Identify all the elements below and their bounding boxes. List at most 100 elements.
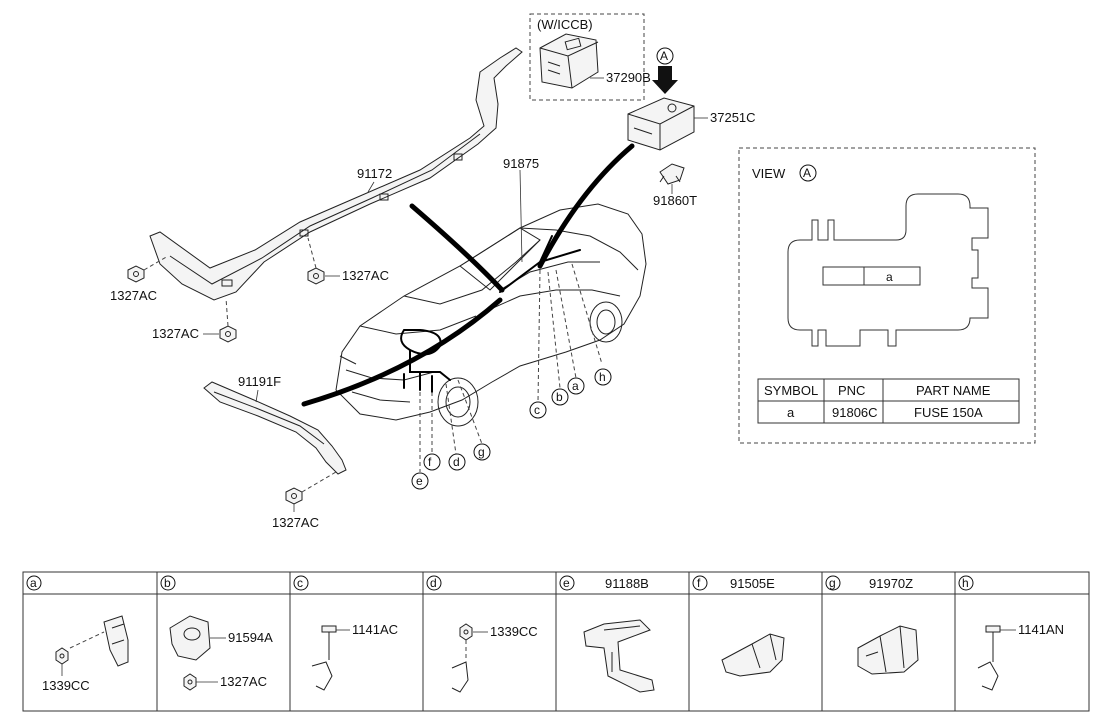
panel-d-header: d: [426, 575, 442, 591]
panel-g-title: 91970Z: [869, 576, 913, 591]
view-a-panel: VIEW A a SYMBOL PNC PART NAME a 91806C F…: [738, 147, 1036, 444]
label-91172: 91172: [357, 166, 392, 181]
svg-text:a: a: [30, 576, 37, 590]
panel-h-drawing: 1141AN: [977, 622, 1064, 691]
fuse-table-cell-pnc: 91806C: [832, 405, 878, 420]
wire-lower-left: [301, 297, 503, 407]
harness-91875-group: 91875 a b c h g d f e: [301, 143, 635, 490]
callout-c: c: [529, 401, 547, 419]
panel-a-drawing: 1339CC: [42, 615, 129, 693]
fuse-table-header-symbol: SYMBOL: [764, 383, 818, 398]
fuse-table: SYMBOL PNC PART NAME a 91806C FUSE 150A: [757, 378, 1020, 424]
nut-1327ac-left: [127, 265, 145, 283]
wire-upper-right: [537, 143, 635, 269]
nut-1327ac-bottom: [285, 487, 303, 505]
svg-text:g: g: [478, 445, 485, 459]
nut-1327ac-mid: [307, 267, 325, 285]
view-a-dashed-frame: [738, 147, 1036, 444]
panel-d-drawing: 1339CC: [451, 623, 538, 693]
fuse-slot: [822, 266, 921, 286]
panel-f-header: f 91505E: [692, 575, 775, 591]
callout-e: e: [411, 472, 429, 490]
view-title-marker-letter: A: [803, 166, 811, 180]
svg-text:f: f: [697, 576, 701, 590]
fusebox-37251c-group: A 37251C 91860T: [627, 47, 756, 208]
callout-b: b: [551, 388, 569, 406]
svg-text:h: h: [599, 370, 606, 384]
panel-b-header: b: [160, 575, 176, 591]
fuse-table-header-part-name: PART NAME: [916, 383, 991, 398]
panel-a-header: a: [26, 575, 42, 591]
panel-e-drawing: [583, 619, 655, 693]
svg-text:d: d: [430, 576, 437, 590]
panel-c-drawing: 1141AC: [311, 622, 398, 691]
view-title-marker: [799, 164, 817, 182]
label-91191f: 91191F: [238, 374, 281, 389]
label-1327ac-mid: 1327AC: [342, 268, 389, 283]
label-37290b: 37290B: [606, 70, 651, 85]
iccb-variant-group: (W/ICCB) 37290B: [529, 13, 651, 101]
view-a-marker: [656, 47, 674, 65]
front-wheel: [437, 377, 479, 427]
svg-text:c: c: [297, 576, 303, 590]
panel-h-header: h: [958, 575, 974, 591]
callout-h: h: [594, 368, 612, 386]
panel-b-label-91594a: 91594A: [228, 630, 273, 645]
svg-text:e: e: [563, 576, 570, 590]
fuse-table-cell-symbol: a: [787, 405, 795, 420]
fuse-table-header-pnc: PNC: [838, 383, 865, 398]
part-37290b-drawing: [539, 33, 599, 89]
detail-panels-table: a b c d e 91188B f 91505E g 91970Z h 133…: [22, 571, 1090, 712]
harness-91191f-drawing: [203, 381, 347, 475]
panel-f-drawing: [721, 633, 785, 677]
svg-text:c: c: [534, 403, 540, 417]
harness-91172-drawing: [149, 47, 523, 301]
panel-c-label-1141ac: 1141AC: [352, 622, 398, 637]
svg-text:f: f: [428, 455, 432, 469]
fuse-table-cell-part-name: FUSE 150A: [914, 405, 983, 420]
panel-b-drawing: 91594A 1327AC: [169, 615, 273, 691]
part-37251c-drawing: [627, 97, 695, 151]
iccb-dashed-frame: [529, 13, 645, 101]
panel-g-drawing: [857, 625, 919, 675]
svg-text:e: e: [416, 474, 423, 488]
svg-text:g: g: [829, 576, 836, 590]
svg-text:a: a: [572, 379, 579, 393]
iccb-label: (W/ICCB): [537, 17, 593, 32]
fusebox-outline: [787, 193, 989, 347]
label-91875: 91875: [503, 156, 539, 171]
nut-1327ac-lower: [219, 325, 237, 343]
panel-g-header: g 91970Z: [825, 575, 913, 591]
fuse-slot-label: a: [886, 270, 893, 284]
harness-91191f-group: 91191F 1327AC: [203, 374, 347, 530]
svg-text:b: b: [556, 390, 563, 404]
panel-d-label-1339cc: 1339CC: [490, 624, 538, 639]
panel-f-title: 91505E: [730, 576, 775, 591]
label-1327ac-lower: 1327AC: [152, 326, 199, 341]
panel-h-label-1141an: 1141AN: [1018, 622, 1064, 637]
label-37251c: 37251C: [710, 110, 756, 125]
panel-b-label-1327ac: 1327AC: [220, 674, 267, 689]
label-91860t: 91860T: [653, 193, 697, 208]
svg-text:b: b: [164, 576, 171, 590]
car-drawing: [335, 203, 647, 427]
wire-upper-left: [409, 203, 505, 293]
svg-text:h: h: [962, 576, 969, 590]
label-1327ac-bottom: 1327AC: [272, 515, 319, 530]
svg-text:d: d: [453, 455, 460, 469]
callout-g: g: [473, 443, 491, 461]
panel-a-label-1339cc: 1339CC: [42, 678, 90, 693]
panel-e-title: 91188B: [605, 576, 649, 591]
harness-91172-group: 91172 1327AC 1327AC 1327AC: [110, 47, 523, 343]
rear-wheel: [589, 301, 623, 343]
part-91860t-drawing: [659, 163, 685, 185]
callout-a: a: [567, 377, 585, 395]
panel-c-header: c: [293, 575, 309, 591]
label-1327ac-left: 1327AC: [110, 288, 157, 303]
view-title: VIEW: [752, 166, 786, 181]
panel-e-header: e 91188B: [559, 575, 649, 591]
view-a-marker-letter: A: [660, 49, 668, 63]
callout-d: d: [448, 453, 466, 471]
car-body-outline: [335, 203, 647, 421]
callout-f: f: [423, 453, 441, 471]
